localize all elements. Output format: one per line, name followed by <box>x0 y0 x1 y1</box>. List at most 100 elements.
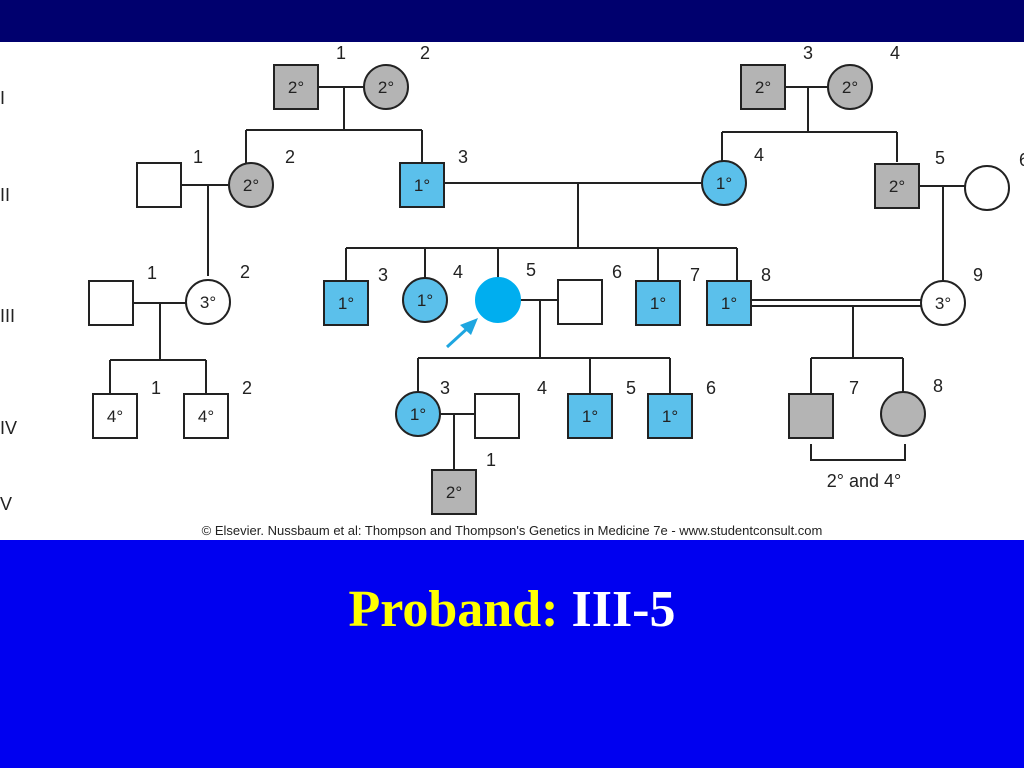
female-symbol <box>402 277 448 323</box>
degree-label: 1° <box>417 291 433 310</box>
male-symbol <box>788 393 834 439</box>
male-symbol <box>635 280 681 326</box>
degree-label: 1° <box>716 174 732 193</box>
pedigree-diagram: 2°12°22°32°412°21°31°42°5613°21°31°4561°… <box>0 43 1024 515</box>
female-symbol <box>701 160 747 206</box>
degree-label: 1° <box>721 294 737 313</box>
degree-label: 2° <box>378 78 394 97</box>
female-symbol <box>475 277 521 323</box>
degree-label: 3° <box>200 293 216 312</box>
degree-label: 1° <box>582 407 598 426</box>
individual-number: 6 <box>612 262 622 282</box>
degree-label: 2° <box>243 176 259 195</box>
individual-number: 5 <box>626 378 636 398</box>
individual-number: 1 <box>151 378 161 398</box>
individual-ii-2: 2° 2 <box>228 147 295 208</box>
individual-iv-2: 4° 2 <box>183 378 252 439</box>
individual-number: 7 <box>849 378 859 398</box>
degree-label: 1° <box>650 294 666 313</box>
individual-ii-4: 1° 4 <box>701 145 764 206</box>
individual-iv-5: 1° 5 <box>567 378 636 439</box>
individual-iii-8: 1° 8 <box>706 265 771 326</box>
individual-iii-2: 3° 2 <box>185 262 250 325</box>
male-symbol <box>88 280 134 326</box>
figure-caption: © Elsevier. Nussbaum et al: Thompson and… <box>201 523 823 538</box>
bracket-label: 2° and 4° <box>827 471 901 491</box>
individual-number: 2 <box>285 147 295 167</box>
female-symbol <box>228 162 274 208</box>
individual-number: 5 <box>526 260 536 280</box>
individual-iii-1: 1 <box>88 263 157 326</box>
individual-number: 3 <box>378 265 388 285</box>
individual-number: 3 <box>440 378 450 398</box>
individual-i-1: 2°1 <box>273 43 346 110</box>
male-symbol <box>399 162 445 208</box>
individual-iii-4: 1° 4 <box>402 262 463 323</box>
individual-iii-7: 1°7 <box>635 265 700 326</box>
generation-label-iii: III <box>0 306 15 326</box>
individual-number: 4 <box>754 145 764 165</box>
male-symbol <box>567 393 613 439</box>
individual-i-3: 2° 3 <box>740 43 813 110</box>
individual-number: 2 <box>420 43 430 63</box>
degree-label: 1° <box>414 176 430 195</box>
individual-number: 2 <box>240 262 250 282</box>
male-symbol <box>183 393 229 439</box>
generation-label-v: V <box>0 494 12 514</box>
generation-label-i: I <box>0 88 5 108</box>
female-symbol <box>185 279 231 325</box>
male-symbol <box>92 393 138 439</box>
individual-iv-8: 8 <box>880 376 943 437</box>
female-symbol <box>827 64 873 110</box>
individual-number: 4 <box>537 378 547 398</box>
individual-number: 1 <box>336 43 346 63</box>
individual-v-1: 2°1 <box>431 450 496 515</box>
generation-label-iv: IV <box>0 418 17 438</box>
individual-iv-1: 4° 1 <box>92 378 161 439</box>
individual-number: 4 <box>453 262 463 282</box>
individual-number: 8 <box>933 376 943 396</box>
male-symbol <box>706 280 752 326</box>
individual-number: 5 <box>935 148 945 168</box>
individual-ii-1: 1 <box>136 147 203 208</box>
degree-label: 2° <box>889 177 905 196</box>
degree-label: 4° <box>198 407 214 426</box>
degree-label: 1° <box>410 405 426 424</box>
generation-label-ii: II <box>0 185 10 205</box>
male-symbol <box>273 64 319 110</box>
individual-iii-3: 1° 3 <box>323 265 388 326</box>
title-label: Proband: <box>348 581 559 638</box>
individual-number: 9 <box>973 265 983 285</box>
male-symbol <box>647 393 693 439</box>
top-band <box>0 0 1024 42</box>
individual-number: 8 <box>761 265 771 285</box>
female-symbol <box>880 391 926 437</box>
individual-iv-7: 7 <box>788 378 859 439</box>
female-symbol <box>363 64 409 110</box>
individual-ii-5: 2° 5 <box>874 148 945 209</box>
individual-iii-9: 3°9 <box>920 265 983 326</box>
degree-label: 2° <box>446 483 462 502</box>
individual-number: 2 <box>242 378 252 398</box>
slide-title: Proband: III-5 <box>0 580 1024 639</box>
male-symbol <box>431 469 477 515</box>
individual-iv-4: 4 <box>474 378 547 439</box>
individual-number: 4 <box>890 43 900 63</box>
proband-arrow <box>445 318 478 349</box>
individual-number: 3 <box>458 147 468 167</box>
individual-number: 1 <box>193 147 203 167</box>
degree-label: 2° <box>842 78 858 97</box>
individual-i-2: 2° 2 <box>363 43 430 110</box>
male-symbol <box>557 279 603 325</box>
degree-label: 2° <box>755 78 771 97</box>
male-symbol <box>474 393 520 439</box>
individual-iv-3: 1° 3 <box>395 378 450 437</box>
female-symbol <box>964 165 1010 211</box>
degree-label: 4° <box>107 407 123 426</box>
degree-label: 1° <box>338 294 354 313</box>
individual-number: 3 <box>803 43 813 63</box>
individual-iii-6: 6 <box>557 262 622 325</box>
female-symbol <box>920 280 966 326</box>
individual-number: 6 <box>706 378 716 398</box>
individual-iv-6: 1°6 <box>647 378 716 439</box>
